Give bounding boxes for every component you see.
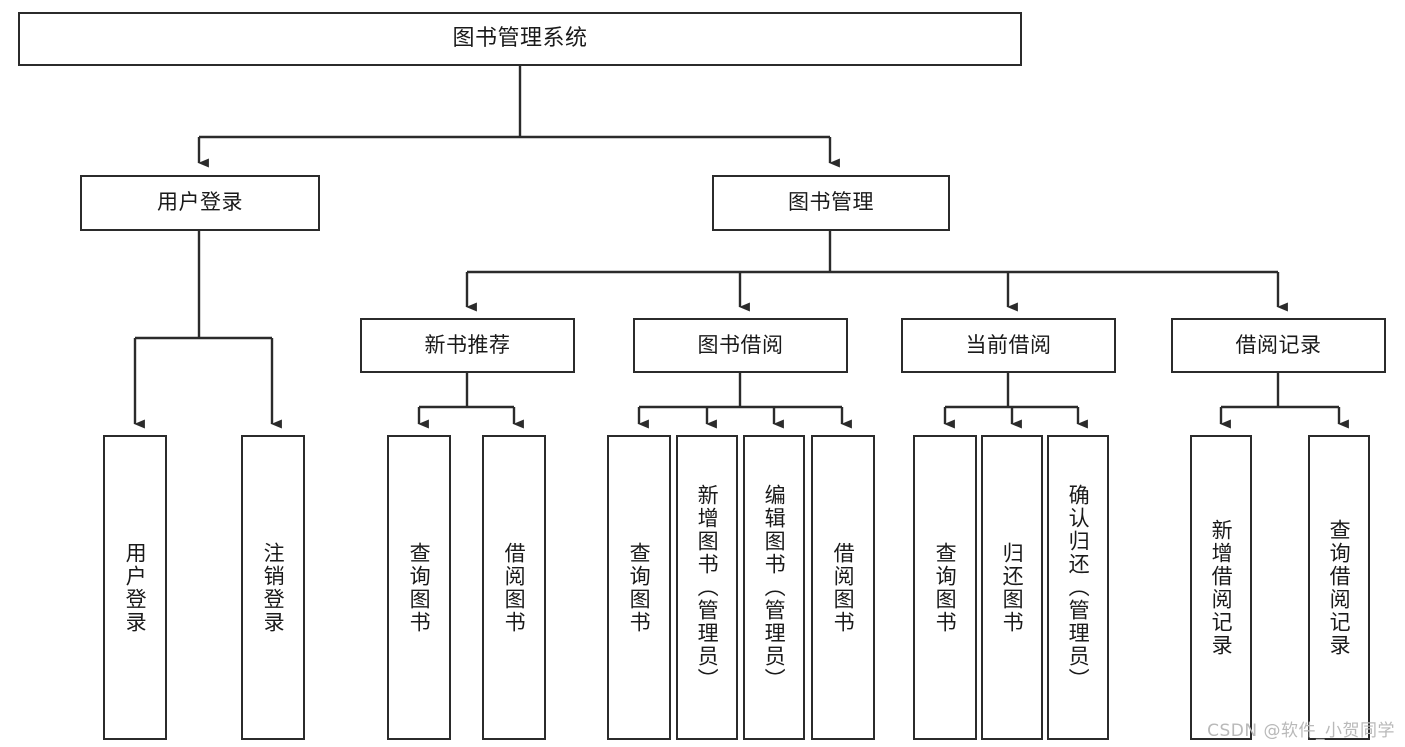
node-leaf-borrow-book[interactable]: 借阅图书 [811, 435, 875, 740]
node-root-book-management-system[interactable]: 图书管理系统 [18, 12, 1022, 66]
node-leaf-add-borrow-record[interactable]: 新增借阅记录 [1190, 435, 1252, 740]
node-book-management[interactable]: 图书管理 [712, 175, 950, 231]
node-leaf-query-borrow-record[interactable]: 查询借阅记录 [1308, 435, 1370, 740]
node-leaf-add-book-admin[interactable]: 新增图书（管理员） [676, 435, 738, 740]
node-label: 归还图书 [1000, 541, 1025, 634]
node-label: 用户登录 [157, 190, 243, 215]
node-label: 图书管理 [788, 190, 874, 215]
node-label: 借阅记录 [1235, 332, 1322, 357]
node-label: 借阅图书 [502, 541, 527, 634]
watermark-text: CSDN @软件_小贺同学 [1207, 721, 1395, 741]
node-leaf-return-book[interactable]: 归还图书 [981, 435, 1043, 740]
node-label: 新增借阅记录 [1209, 518, 1234, 657]
node-borrow-record[interactable]: 借阅记录 [1171, 318, 1386, 373]
node-new-book-recommend[interactable]: 新书推荐 [360, 318, 575, 373]
node-label: 确认归还（管理员） [1066, 484, 1091, 691]
node-leaf-logout[interactable]: 注销登录 [241, 435, 305, 740]
node-leaf-user-login[interactable]: 用户登录 [103, 435, 167, 740]
node-leaf-query-book-recommend[interactable]: 查询图书 [387, 435, 451, 740]
node-user-login[interactable]: 用户登录 [80, 175, 320, 231]
node-label: 查询图书 [627, 541, 652, 634]
node-label: 借阅图书 [831, 541, 856, 634]
node-label: 图书借阅 [697, 332, 784, 357]
node-label: 新增图书（管理员） [695, 484, 720, 691]
node-label: 查询图书 [407, 541, 432, 634]
node-label: 新书推荐 [424, 332, 511, 357]
node-label: 编辑图书（管理员） [762, 484, 787, 691]
node-label: 用户登录 [123, 541, 148, 634]
node-book-borrow[interactable]: 图书借阅 [633, 318, 848, 373]
node-leaf-query-book-borrow[interactable]: 查询图书 [607, 435, 671, 740]
node-label: 注销登录 [261, 541, 286, 634]
node-leaf-query-book-current[interactable]: 查询图书 [913, 435, 977, 740]
node-label: 图书管理系统 [452, 25, 588, 51]
node-leaf-borrow-book-recommend[interactable]: 借阅图书 [482, 435, 546, 740]
node-label: 当前借阅 [965, 332, 1052, 357]
node-leaf-confirm-return-admin[interactable]: 确认归还（管理员） [1047, 435, 1109, 740]
node-leaf-edit-book-admin[interactable]: 编辑图书（管理员） [743, 435, 805, 740]
node-label: 查询图书 [933, 541, 958, 634]
node-label: 查询借阅记录 [1327, 518, 1352, 657]
node-current-borrow[interactable]: 当前借阅 [901, 318, 1116, 373]
